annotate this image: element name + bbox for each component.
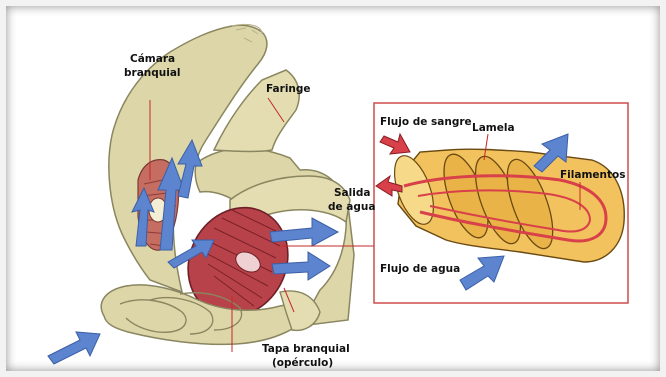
label-tapa-2: (opérculo)	[272, 357, 333, 369]
label-salida-1: Salida	[334, 187, 370, 199]
label-lamela: Lamela	[472, 122, 515, 134]
label-flujo-agua: Flujo de agua	[380, 263, 460, 275]
inflow-arrow-icon	[48, 332, 100, 364]
label-flujo-sangre: Flujo de sangre	[380, 116, 472, 128]
label-tapa-1: Tapa branquial	[262, 343, 350, 355]
label-salida-2: de agua	[328, 201, 375, 213]
label-camara-2: branquial	[124, 67, 181, 79]
label-faringe: Faringe	[266, 83, 311, 95]
label-filamentos: Filamentos	[560, 169, 625, 181]
label-camara-1: Cámara	[130, 53, 175, 65]
